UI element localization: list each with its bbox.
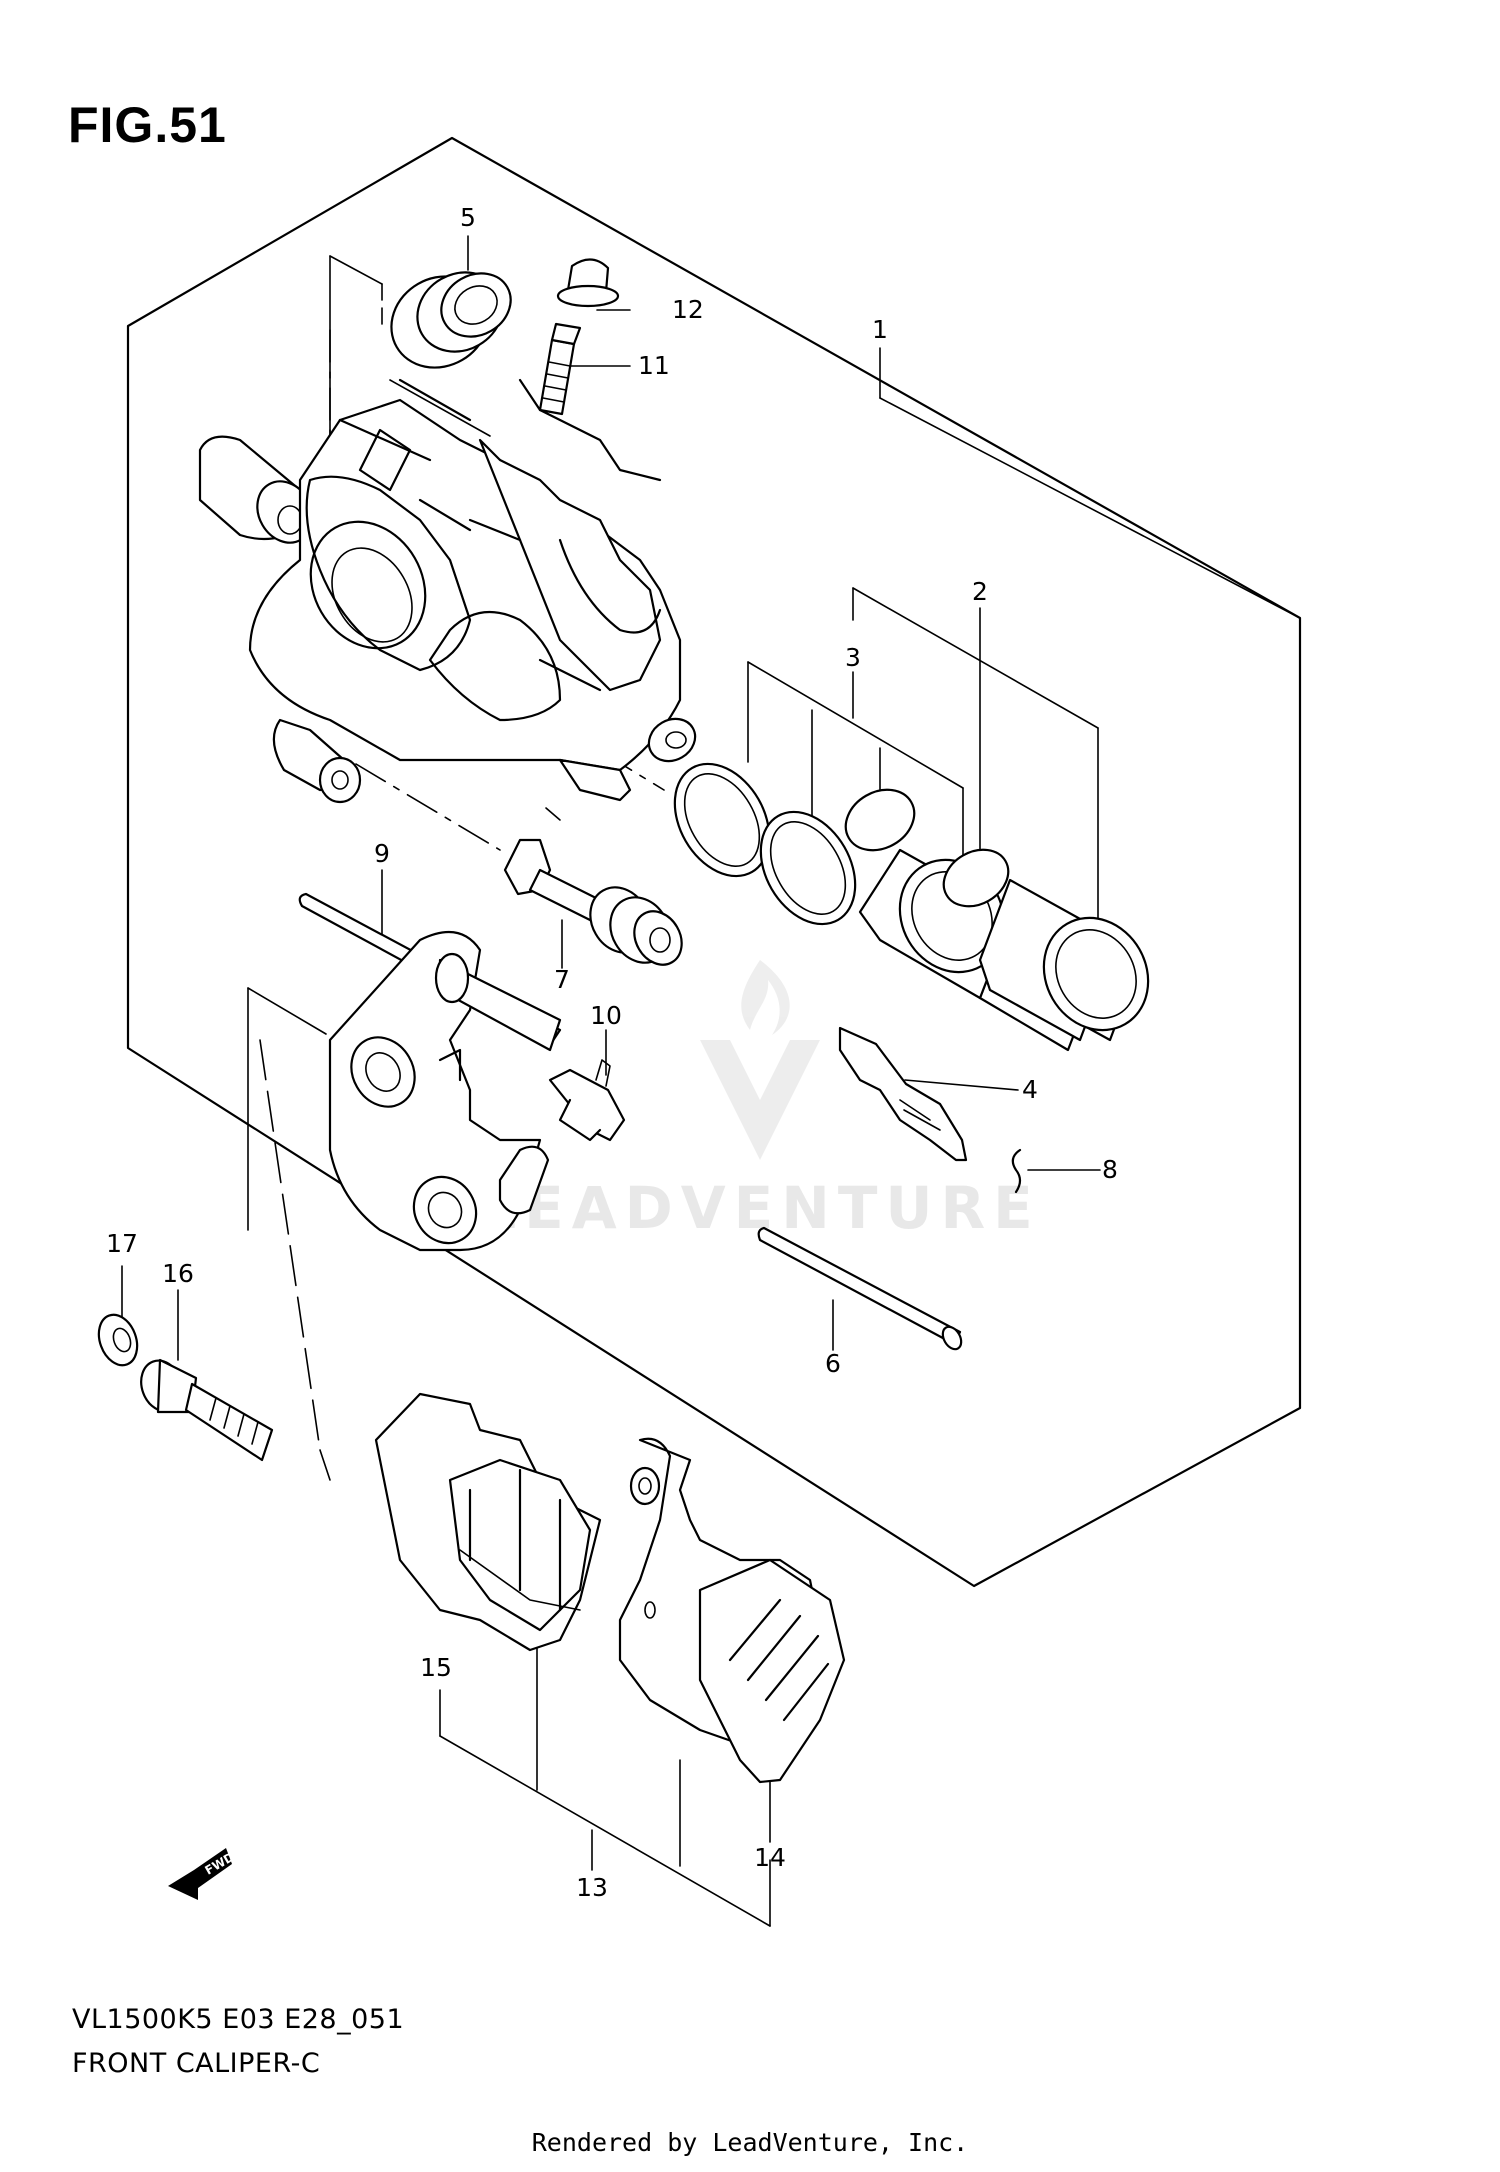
part-label-4: 4 xyxy=(1022,1075,1038,1104)
part-label-1: 1 xyxy=(872,315,888,344)
watermark: LEADVENTURE xyxy=(479,960,1041,1242)
part-17-washer xyxy=(97,1313,139,1367)
part-label-10: 10 xyxy=(590,1001,622,1030)
fwd-arrow-icon: FWD xyxy=(168,1848,237,1900)
watermark-text: LEADVENTURE xyxy=(479,1174,1041,1242)
part-2-pistons xyxy=(858,848,1150,1052)
caliper-assembly-outline xyxy=(126,136,1302,1588)
model-code: VL1500K5 E03 E28_051 xyxy=(72,2004,405,2035)
part-16-bolt xyxy=(140,1358,274,1462)
brake-pads xyxy=(374,1392,846,1784)
part-labels: 1 2 3 4 5 6 7 8 9 10 11 12 13 14 15 16 1… xyxy=(106,203,1118,1902)
caliper-bracket xyxy=(328,930,562,1252)
part-label-9: 9 xyxy=(374,839,390,868)
section-name: FRONT CALIPER-C xyxy=(72,2048,321,2079)
part-8-clip xyxy=(1011,1148,1022,1194)
part-label-13: 13 xyxy=(576,1873,608,1902)
render-credit: Rendered by LeadVenture, Inc. xyxy=(531,2128,969,2157)
part-4-pad-spring xyxy=(838,1026,968,1162)
figure-title: FIG.51 xyxy=(68,97,227,153)
part-label-16: 16 xyxy=(162,1259,194,1288)
part-label-5: 5 xyxy=(460,203,476,232)
part-label-7: 7 xyxy=(554,965,570,994)
part-6-pin xyxy=(757,1226,963,1351)
caliper-body xyxy=(198,378,697,804)
part-12-bleeder-cap xyxy=(556,258,620,308)
part-label-17: 17 xyxy=(106,1229,138,1258)
part-11-bleeder-screw xyxy=(538,322,582,416)
part-label-12: 12 xyxy=(672,295,704,324)
part-label-6: 6 xyxy=(825,1349,841,1378)
part-3-seals xyxy=(673,762,1010,926)
part-label-15: 15 xyxy=(420,1653,452,1682)
watermark-logo-icon xyxy=(700,1040,820,1160)
part-label-3: 3 xyxy=(845,643,861,672)
part-7-slide-pin xyxy=(503,838,683,966)
part-label-14: 14 xyxy=(754,1843,786,1872)
part-label-2: 2 xyxy=(972,577,988,606)
part-10-spring-clip xyxy=(548,1059,626,1142)
part-label-8: 8 xyxy=(1102,1155,1118,1184)
part-label-11: 11 xyxy=(638,351,670,380)
part-5-boot xyxy=(390,271,512,369)
